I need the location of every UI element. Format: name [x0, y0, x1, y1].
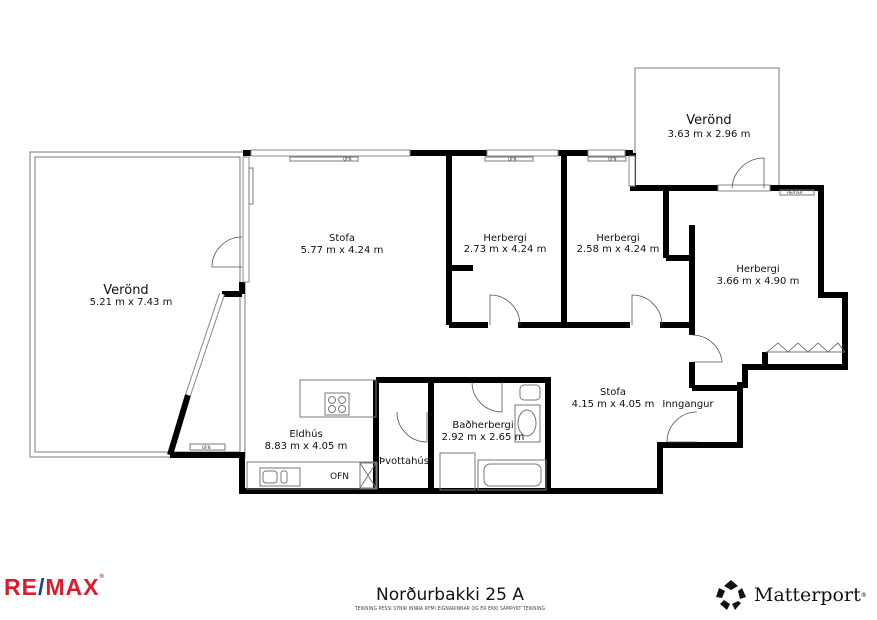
room-dims: 5.21 m x 7.43 m — [90, 297, 173, 308]
room-name: Verönd — [686, 113, 731, 128]
room-labels: Verönd 5.21 m x 7.43 m Stofa 5.77 m x 4.… — [90, 113, 800, 467]
room-dims: 2.58 m x 4.24 m — [577, 244, 660, 255]
veranda-top-outline — [634, 67, 780, 188]
room-name: Herbergi — [736, 264, 779, 275]
svg-text:OFN: OFN — [608, 157, 616, 162]
disclaimer-text: TEIKNING ÞESSI SÝNIR INNRA RÝMI EIGNARIN… — [354, 606, 546, 612]
windows-top — [242, 149, 771, 283]
remax-logo: RE/MAX® — [4, 574, 105, 600]
room-name: Stofa — [329, 233, 355, 244]
address-title: Norðurbakki 25 A — [376, 585, 524, 605]
room-name: Inngangur — [662, 399, 714, 410]
room-dims: 3.66 m x 4.90 m — [717, 276, 800, 287]
room-name: Verönd — [103, 283, 148, 298]
svg-text:OFN: OFN — [343, 157, 351, 162]
matterport-logo: Matterport® — [714, 578, 867, 612]
matterport-star-icon — [716, 580, 746, 610]
room-dims: 3.63 m x 2.96 m — [668, 129, 751, 140]
room-dims: 2.73 m x 4.24 m — [464, 244, 547, 255]
svg-text:OFN: OFN — [202, 445, 210, 450]
svg-text:OFN: OFN — [330, 472, 349, 482]
matterport-wordmark: Matterport — [754, 584, 861, 606]
room-name: Þvottahús — [379, 455, 429, 467]
room-dims: 4.15 m x 4.05 m — [572, 399, 655, 410]
room-dims: 5.77 m x 4.24 m — [301, 245, 384, 256]
room-name: Baðherbergi — [452, 420, 513, 431]
svg-text:HEATER: HEATER — [787, 190, 803, 195]
room-name: Herbergi — [483, 233, 526, 244]
svg-text:OFN: OFN — [508, 157, 516, 162]
room-dims: 8.83 m x 4.05 m — [265, 441, 348, 452]
doors — [211, 157, 765, 443]
kitchen-fixtures: OFN — [246, 379, 378, 490]
room-name: Eldhús — [289, 428, 322, 440]
radiators: OFN OFN OFN OFN HEATER — [189, 156, 815, 451]
room-name: Herbergi — [596, 233, 639, 244]
veranda-left-outline — [29, 151, 246, 458]
room-name: Stofa — [600, 387, 626, 398]
room-dims: 2.92 m x 2.65 m — [442, 432, 525, 443]
bath-fixtures — [439, 384, 547, 491]
